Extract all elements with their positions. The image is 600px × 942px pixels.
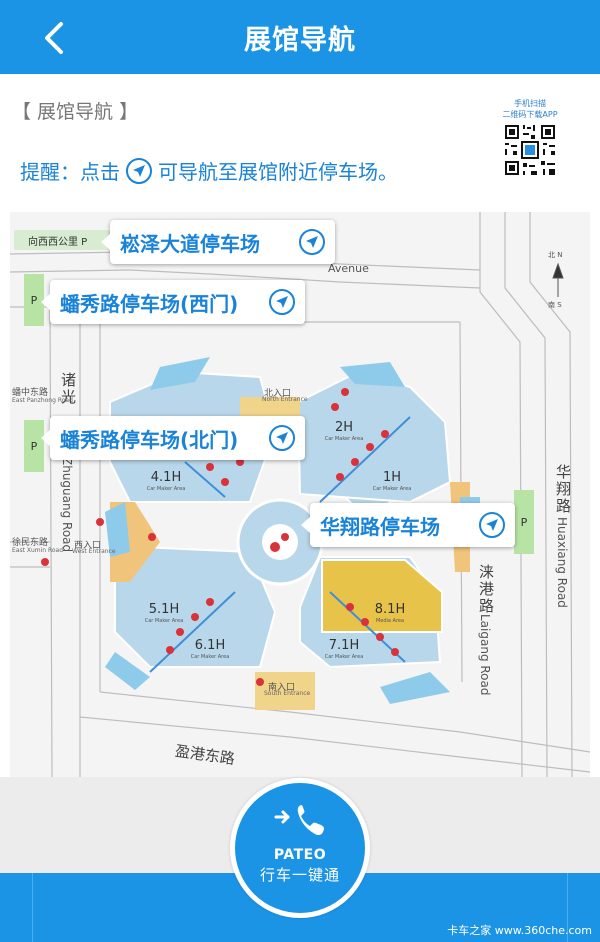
navigation-reminder: 提醒：点击 可导航至展馆附近停车场。: [20, 156, 398, 185]
one-touch-call-button[interactable]: PATEO 行车一键通: [230, 778, 370, 918]
section-title: 【 展馆导航 】: [12, 101, 139, 123]
hall-5-1h-sub: Car Maker Area: [144, 618, 184, 624]
parking-panxiu-west-label: 蟠秀路停车场(西门): [60, 291, 239, 316]
navigate-arrow-icon: [126, 157, 152, 184]
one-touch-call-label: 行车一键通: [259, 866, 340, 884]
parking-huaxiang-road[interactable]: 华翔路停车场: [301, 503, 515, 547]
road-panzhong-east-en: East Panzhong Road: [12, 397, 73, 404]
parking-panxiu-north-label: 蟠秀路停车场(北门): [60, 427, 239, 452]
road-huaxiang-cn: 华翔路: [554, 464, 572, 515]
hall-4-1h-label: 4.1H: [150, 470, 182, 485]
qr-code-icon[interactable]: [503, 123, 557, 177]
chevron-left-icon: [45, 22, 63, 54]
parking-songze-label: 崧泽大道停车场: [120, 231, 260, 256]
road-zhuguang-en: Zhuguang Road: [60, 457, 74, 553]
hall-6-1h-sub: Car Maker Area: [190, 654, 230, 660]
west-parking-sign-text: 向西西公里 P: [28, 236, 88, 248]
navigate-arrow-icon[interactable]: [299, 229, 325, 255]
reminder-prefix: 提醒：点击: [20, 160, 120, 184]
north-entrance-label: 北入口: [264, 389, 292, 399]
parking-marker-north: P: [24, 420, 44, 472]
west-entrance-label: 西入口: [74, 541, 102, 551]
qr-download: 手机扫描 二维码下载APP: [494, 98, 566, 177]
hall-2h-label: 2H: [334, 420, 354, 435]
parking-huaxiang-label: 华翔路停车场: [320, 514, 440, 539]
navigate-arrow-icon[interactable]: [269, 425, 295, 451]
hall-4-1h-sub: Car Maker Area: [146, 486, 186, 492]
parking-panxiu-north-gate[interactable]: 蟠秀路停车场(北门): [41, 416, 305, 460]
page-title: 展馆导航: [244, 24, 356, 56]
compass-north: 北 N: [548, 251, 563, 259]
qr-caption-line2: 二维码下载APP: [502, 110, 558, 119]
hall-7-1h-label: 7.1H: [328, 638, 360, 653]
back-button[interactable]: [34, 18, 74, 58]
hall-5-1h-label: 5.1H: [148, 602, 180, 617]
navigate-arrow-icon[interactable]: [269, 289, 295, 315]
parking-marker-west: P: [24, 274, 44, 326]
pateo-brand-label: PATEO: [273, 847, 327, 863]
hall-1h-sub: Car Maker Area: [372, 486, 412, 492]
road-xumin-east: 徐民东路: [12, 538, 49, 548]
road-zhuguang-cn: 诸光: [59, 372, 77, 406]
hall-7-1h-sub: Car Maker Area: [324, 654, 364, 660]
reminder-suffix: 可导航至展馆附近停车场。: [158, 160, 398, 184]
south-entrance-label: 南入口: [268, 683, 296, 693]
avenue-label: Avenue: [328, 262, 369, 275]
site-watermark: 卡车之家 www.360che.com: [447, 924, 592, 937]
west-parking-sign: 向西西公里 P: [14, 230, 110, 250]
road-huaxiang-en: Huaxiang Road: [555, 517, 569, 608]
north-entrance-en: North Entrance: [262, 396, 308, 403]
hall-8-1h-sub: Media Area: [375, 618, 405, 624]
south-entrance-en: South Entrance: [264, 690, 311, 697]
west-entrance-en: West Entrance: [72, 548, 116, 555]
bottom-divider-left: [32, 873, 33, 942]
parking-marker-east: P: [514, 490, 534, 554]
parking-songze-avenue[interactable]: 崧泽大道停车场: [101, 220, 335, 264]
hall-6-1h-label: 6.1H: [194, 638, 226, 653]
road-panzhong-east: 蟠中东路: [12, 388, 49, 398]
hall-2h-sub: Car Maker Area: [324, 436, 364, 442]
compass-south: 南 S: [548, 301, 562, 309]
parking-panxiu-west-gate[interactable]: 蟠秀路停车场(西门): [41, 280, 305, 324]
road-laigang-cn: 涞港路: [477, 564, 495, 615]
road-xumin-east-en: East Xumin Road: [12, 547, 64, 554]
qr-caption-line1: 手机扫描: [514, 99, 546, 108]
phone-call-icon: [274, 805, 324, 836]
hall-1h-label: 1H: [382, 470, 402, 485]
bottom-divider-right: [567, 873, 568, 942]
road-laigang-en: Laigang Road: [478, 614, 492, 696]
header-bar: 展馆导航: [0, 0, 600, 74]
hall-8-1h-label: 8.1H: [374, 602, 406, 617]
navigate-arrow-icon[interactable]: [479, 512, 505, 538]
